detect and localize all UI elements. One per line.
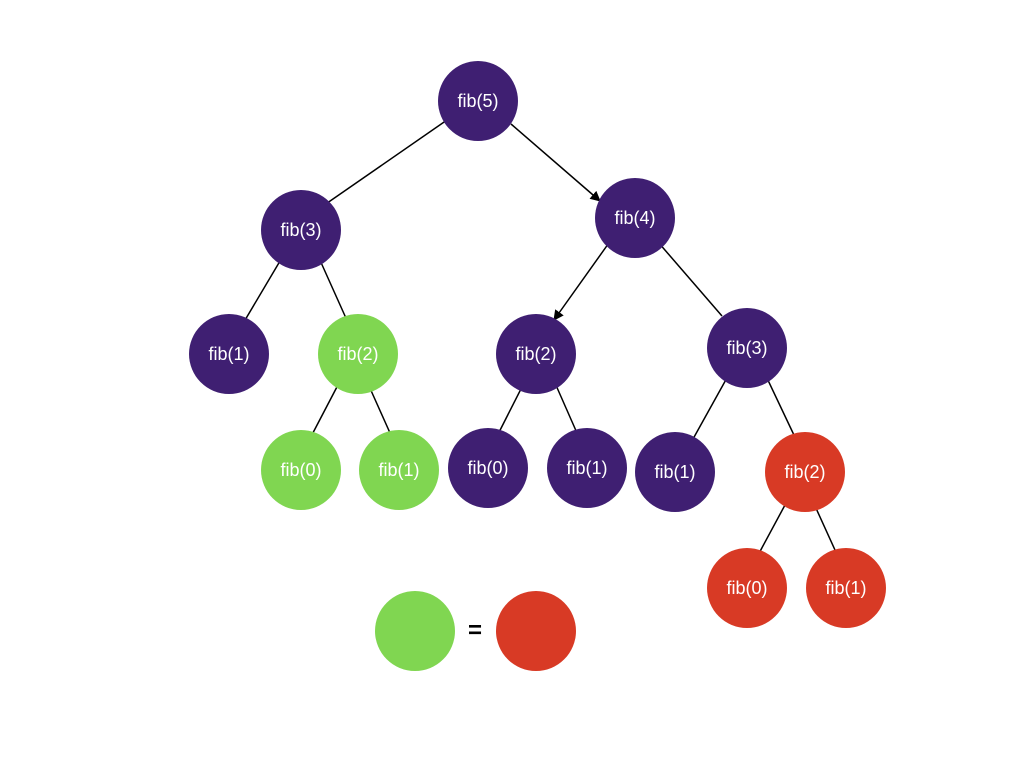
node-fib1-ll: fib(1) (189, 314, 269, 394)
legend-red-circle (496, 591, 576, 671)
node-fib1-lrr-green: fib(1) (359, 430, 439, 510)
edge-root-to-l (319, 119, 448, 209)
node-fib1-rlr: fib(1) (547, 428, 627, 508)
node-fib2-rl: fib(2) (496, 314, 576, 394)
edge-root-to-r (510, 123, 601, 202)
node-fib4-right: fib(4) (595, 178, 675, 258)
node-fib1-rrl: fib(1) (635, 432, 715, 512)
node-fib2-lr-green: fib(2) (318, 314, 398, 394)
node-fib5-root: fib(5) (438, 61, 518, 141)
node-fib0-lrl-green: fib(0) (261, 430, 341, 510)
node-fib0-rll: fib(0) (448, 428, 528, 508)
node-fib3-rr: fib(3) (707, 308, 787, 388)
edge-r-to-rl (553, 239, 612, 321)
legend-green-circle (375, 591, 455, 671)
node-fib0-rrrl-red: fib(0) (707, 548, 787, 628)
node-fib2-rrr-red: fib(2) (765, 432, 845, 512)
legend-equals-sign: = (467, 617, 482, 644)
node-fib1-rrrr-red: fib(1) (806, 548, 886, 628)
node-fib3-left: fib(3) (261, 190, 341, 270)
edge-r-to-rr (657, 241, 723, 317)
